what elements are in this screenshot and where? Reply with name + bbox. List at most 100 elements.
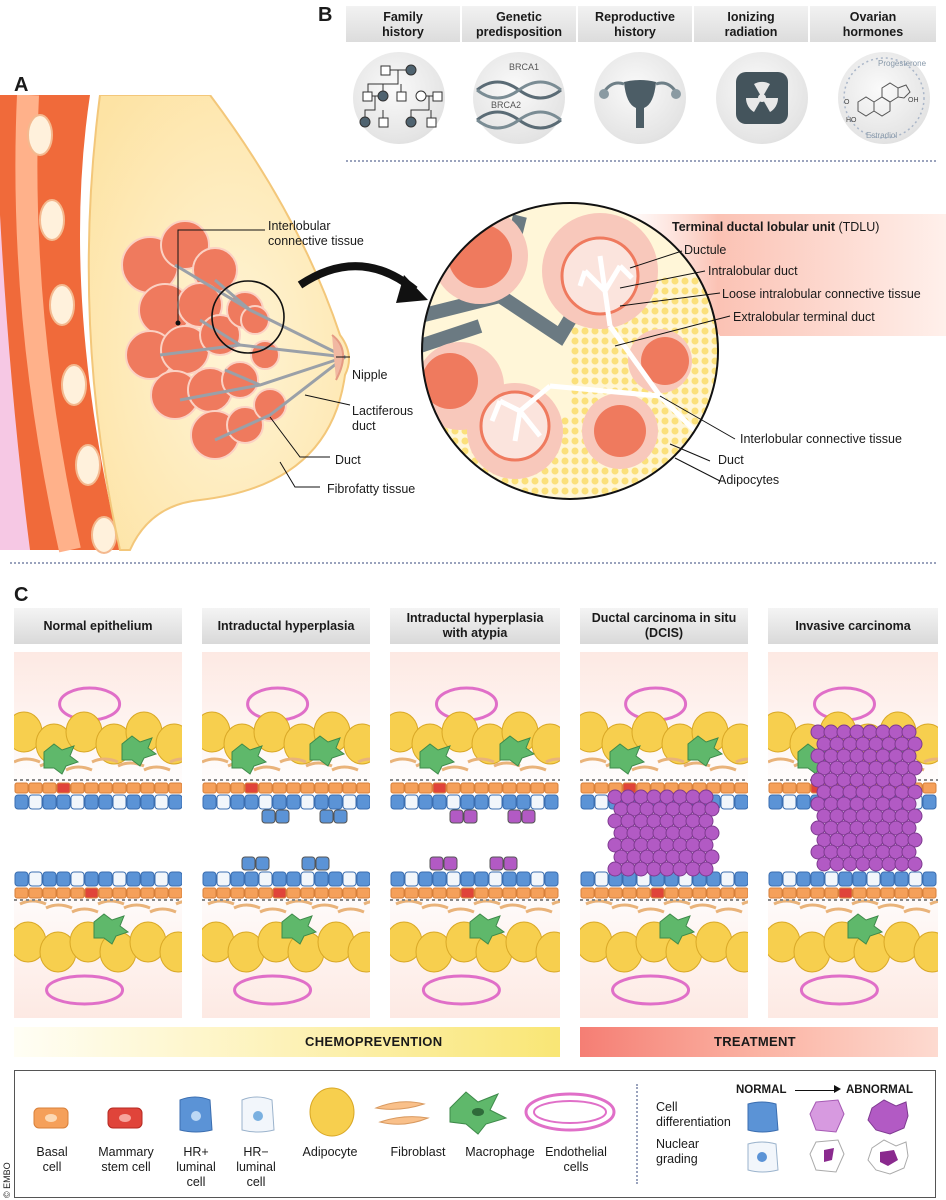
basal-cell: [314, 887, 329, 899]
tumor-cell: [685, 861, 701, 877]
adipocyte-icon: [309, 1087, 355, 1137]
luminal-cell: [516, 794, 531, 810]
treatment-label: TREATMENT: [714, 1034, 796, 1049]
basal-cell: [720, 887, 735, 899]
adipocyte: [725, 931, 748, 973]
basal-cell: [418, 782, 433, 794]
luminal-cell: [70, 871, 85, 887]
luminal-cell: [880, 871, 895, 887]
basal-cell: [608, 887, 623, 899]
basal-cell: [272, 782, 287, 794]
luminal-cell: [580, 794, 595, 810]
legend-label-line: cell: [42, 1160, 62, 1174]
basal-cell: [14, 782, 29, 794]
luminal-cell: [544, 794, 559, 810]
basal-cell: [516, 782, 531, 794]
fibroblast: [117, 761, 145, 768]
fibroblast: [143, 765, 171, 772]
basal-cell: [706, 782, 721, 794]
luminal-cell: [314, 871, 329, 887]
fibroblast: [768, 757, 795, 764]
luminal-cell: [474, 794, 489, 810]
luminal-cell: [286, 871, 301, 887]
luminal-cell: [390, 871, 405, 887]
basal-cell: [356, 887, 370, 899]
basal-cell: [390, 887, 405, 899]
basal-cell: [516, 887, 531, 899]
legend-label-line: Adipocyte: [302, 1145, 358, 1159]
stage-normal-epithelium: Normal epithelium: [14, 608, 182, 644]
label-tdlu-duct: Duct: [718, 453, 744, 467]
fibroblast: [499, 903, 527, 910]
luminal-cell: [810, 871, 825, 887]
luminal-cell: [502, 794, 517, 810]
tdlu-title: Terminal ductal lobular unit (TDLU): [672, 220, 879, 234]
atypical-cell-icon: [809, 1099, 845, 1133]
luminal-cell: [734, 794, 748, 810]
macrophage: [43, 743, 80, 775]
arrow-right-icon: [834, 1085, 841, 1093]
tumor-cell: [901, 772, 917, 788]
fibroblast: [259, 907, 287, 914]
luminal-cell: [202, 871, 217, 887]
basal-cell: [70, 782, 85, 794]
basal-cell: [488, 782, 503, 794]
luminal-cell: [314, 794, 329, 810]
luminal-cell: [706, 871, 721, 887]
basal-cell: [286, 887, 301, 899]
risk-factor-title-1: Genetic: [496, 10, 542, 24]
separator-c: [10, 562, 936, 564]
tdlu-illustration: [421, 202, 946, 500]
separator-b: [346, 160, 936, 162]
label-ho: HO: [846, 117, 857, 124]
legend-icons: [33, 1087, 616, 1137]
basal-cell: [244, 887, 259, 899]
risk-factor-reproductive: Reproductive history: [578, 6, 692, 42]
tumor-cell: [704, 825, 720, 841]
legend-label-line: Endothelial: [545, 1145, 607, 1159]
luminal-cell: [42, 871, 57, 887]
fibroblast: [545, 757, 560, 764]
luminal-cell: [28, 871, 43, 887]
luminal-cell: [112, 794, 127, 810]
luminal-cell: [258, 871, 273, 887]
risk-factor-title-2: history: [614, 25, 656, 39]
basal-cell: [70, 887, 85, 899]
risk-factor-radiation: Ionizing radiation: [694, 6, 808, 42]
stage-title: Intraductal hyperplasia: [217, 618, 355, 633]
basal-cell: [782, 887, 797, 899]
risk-factor-hormones: Ovarian hormones: [810, 6, 936, 42]
luminal-cell: [796, 794, 811, 810]
basal-cell: [636, 887, 651, 899]
label-lactiferous-2: duct: [352, 419, 376, 433]
luminal-cell: [866, 871, 881, 887]
legend-normal-label: NORMAL: [736, 1084, 787, 1096]
luminal-cell: [390, 794, 405, 810]
luminal-cell: [824, 871, 839, 887]
macrophage: [847, 913, 884, 945]
basal-cell: [894, 887, 909, 899]
basal-cell: [98, 782, 113, 794]
tumor-cell: [894, 856, 910, 872]
fibroblast: [637, 907, 665, 914]
fibroblast: [519, 765, 547, 772]
basal-cell: [460, 887, 475, 899]
luminal-cell: [356, 794, 370, 810]
luminal-cell: [594, 871, 609, 887]
basal-cell: [258, 887, 273, 899]
basal-cell: [314, 782, 329, 794]
luminal-cell: [230, 794, 245, 810]
differentiated-cell-icon: [747, 1101, 779, 1133]
basal-cell: [342, 887, 357, 899]
basal-cell: [432, 887, 447, 899]
luminal-cell: [56, 794, 71, 810]
tumor-cell: [901, 796, 917, 812]
label-duct: Duct: [335, 453, 361, 467]
label-interlobular-connective: Interlobular connective tissue: [740, 432, 902, 446]
luminal-cell: [502, 871, 517, 887]
luminal-cell: [126, 794, 141, 810]
stage-tissue-dcis: [580, 652, 748, 1018]
fibroblast: [689, 903, 717, 910]
luminal-cell: [908, 871, 923, 887]
